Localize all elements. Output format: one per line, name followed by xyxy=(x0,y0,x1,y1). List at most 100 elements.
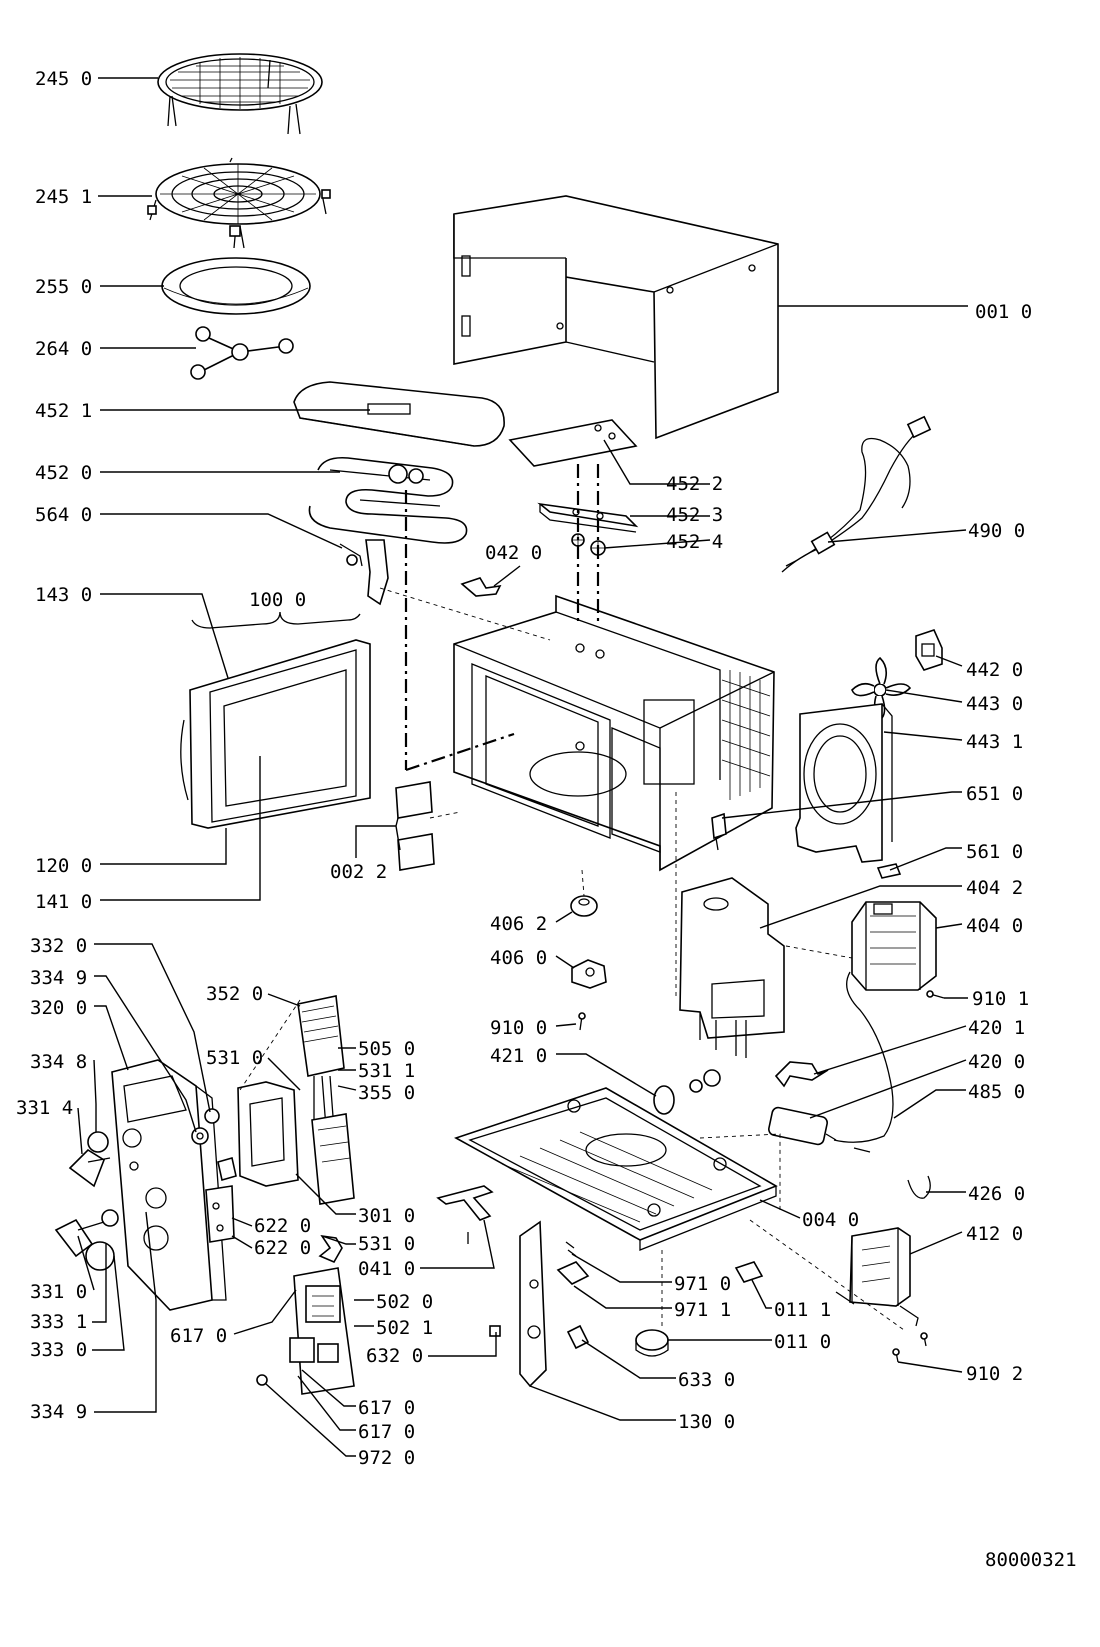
part-label: 622 0 xyxy=(254,1215,311,1237)
mica-cover xyxy=(508,419,638,467)
grill-bracket xyxy=(537,502,639,533)
part-label: 352 0 xyxy=(206,983,263,1005)
part-label: 910 0 xyxy=(490,1017,547,1039)
part-label: 452 1 xyxy=(35,400,92,422)
part-label: 502 0 xyxy=(376,1291,433,1313)
part-label: 452 0 xyxy=(35,462,92,484)
oven-lamp xyxy=(711,812,727,851)
part-label: 617 0 xyxy=(358,1421,415,1443)
part-label: 502 1 xyxy=(376,1317,433,1339)
door-assembly xyxy=(180,611,371,829)
part-label: 406 0 xyxy=(490,947,547,969)
part-label: 617 0 xyxy=(170,1325,227,1347)
part-label: 452 3 xyxy=(666,504,723,526)
part-label: 002 2 xyxy=(330,861,387,883)
part-label: 245 1 xyxy=(35,186,92,208)
part-label: 264 0 xyxy=(35,338,92,360)
roller-support xyxy=(190,326,294,380)
high-grill-rack xyxy=(157,53,323,135)
part-label: 490 0 xyxy=(968,520,1025,542)
part-label: 334 9 xyxy=(30,1401,87,1423)
part-label: 971 0 xyxy=(674,1273,731,1295)
part-label: 910 2 xyxy=(966,1363,1023,1385)
part-label: 531 1 xyxy=(358,1060,415,1082)
part-label: 564 0 xyxy=(35,504,92,526)
part-label: 420 1 xyxy=(968,1017,1025,1039)
feet xyxy=(635,1261,764,1357)
part-label: 632 0 xyxy=(366,1345,423,1367)
part-label: 011 1 xyxy=(774,1299,831,1321)
part-label: 120 0 xyxy=(35,855,92,877)
part-label: 100 0 xyxy=(249,589,306,611)
part-label: 617 0 xyxy=(358,1397,415,1419)
part-label: 011 0 xyxy=(774,1331,831,1353)
turntable-motor xyxy=(570,895,607,989)
turntable-coupling xyxy=(653,1069,721,1115)
grill-cover-plate xyxy=(293,381,505,447)
part-label: 421 0 xyxy=(490,1045,547,1067)
part-label: 633 0 xyxy=(678,1369,735,1391)
part-label: 412 0 xyxy=(966,1223,1023,1245)
part-label: 505 0 xyxy=(358,1038,415,1060)
glass-turntable xyxy=(161,257,311,315)
part-label: 301 0 xyxy=(358,1205,415,1227)
part-label: 651 0 xyxy=(966,783,1023,805)
part-label: 442 0 xyxy=(966,659,1023,681)
fan-duct xyxy=(795,703,893,863)
part-label: 331 0 xyxy=(30,1281,87,1303)
part-label: 622 0 xyxy=(254,1237,311,1259)
part-label: 485 0 xyxy=(968,1081,1025,1103)
power-cord xyxy=(781,415,932,573)
magnetron xyxy=(851,901,937,991)
part-label: 041 0 xyxy=(358,1258,415,1280)
part-label: 331 4 xyxy=(16,1097,73,1119)
assembly-lines xyxy=(239,464,905,1331)
display-board xyxy=(297,995,345,1131)
part-label: 141 0 xyxy=(35,891,92,913)
part-label: 333 1 xyxy=(30,1311,87,1333)
base-plate xyxy=(454,1087,778,1251)
fan-motor-bracket xyxy=(915,629,943,671)
part-label: 443 1 xyxy=(966,731,1023,753)
hv-fuse xyxy=(907,1175,931,1199)
part-label: 332 0 xyxy=(30,935,87,957)
leader-lines xyxy=(77,77,968,1457)
part-label: 042 0 xyxy=(485,542,542,564)
part-label: 426 0 xyxy=(968,1183,1025,1205)
part-label: 320 0 xyxy=(30,997,87,1019)
low-grill-rack xyxy=(147,157,331,249)
base-bracket xyxy=(436,1185,494,1221)
door-latch-board xyxy=(489,1220,590,1388)
screws xyxy=(467,990,945,1363)
part-label: 452 4 xyxy=(666,531,723,553)
part-label: 255 0 xyxy=(35,276,92,298)
capacitor-bracket xyxy=(774,1061,829,1088)
part-label: 972 0 xyxy=(358,1447,415,1469)
outer-cabinet xyxy=(453,195,779,440)
part-label: 001 0 xyxy=(975,301,1032,323)
control-panel xyxy=(111,1059,227,1311)
control-knobs xyxy=(54,1131,119,1271)
part-label: 420 0 xyxy=(968,1051,1025,1073)
part-label: 443 0 xyxy=(966,693,1023,715)
hv-wiring xyxy=(833,971,894,1153)
control-chassis xyxy=(217,1081,355,1205)
part-label: 406 2 xyxy=(490,913,547,935)
part-drawings xyxy=(54,53,945,1395)
magnetron-duct xyxy=(679,877,785,1058)
part-label: 334 9 xyxy=(30,967,87,989)
oven-cavity-chassis xyxy=(453,594,775,872)
part-label: 910 1 xyxy=(972,988,1029,1010)
part-label: 531 0 xyxy=(206,1047,263,1069)
part-label: 971 1 xyxy=(674,1299,731,1321)
part-label: 355 0 xyxy=(358,1082,415,1104)
part-label: 404 2 xyxy=(966,877,1023,899)
part-label: 404 0 xyxy=(966,915,1023,937)
hv-transformer xyxy=(835,1227,919,1327)
part-number-labels: 245 0 245 1 255 0 264 0 452 1 452 0 564 … xyxy=(16,68,1032,1469)
micro-switch-holder xyxy=(205,1185,235,1243)
small-clip xyxy=(460,577,502,597)
lamp-clip xyxy=(876,863,902,879)
thermal-fuse-bracket xyxy=(339,539,389,606)
